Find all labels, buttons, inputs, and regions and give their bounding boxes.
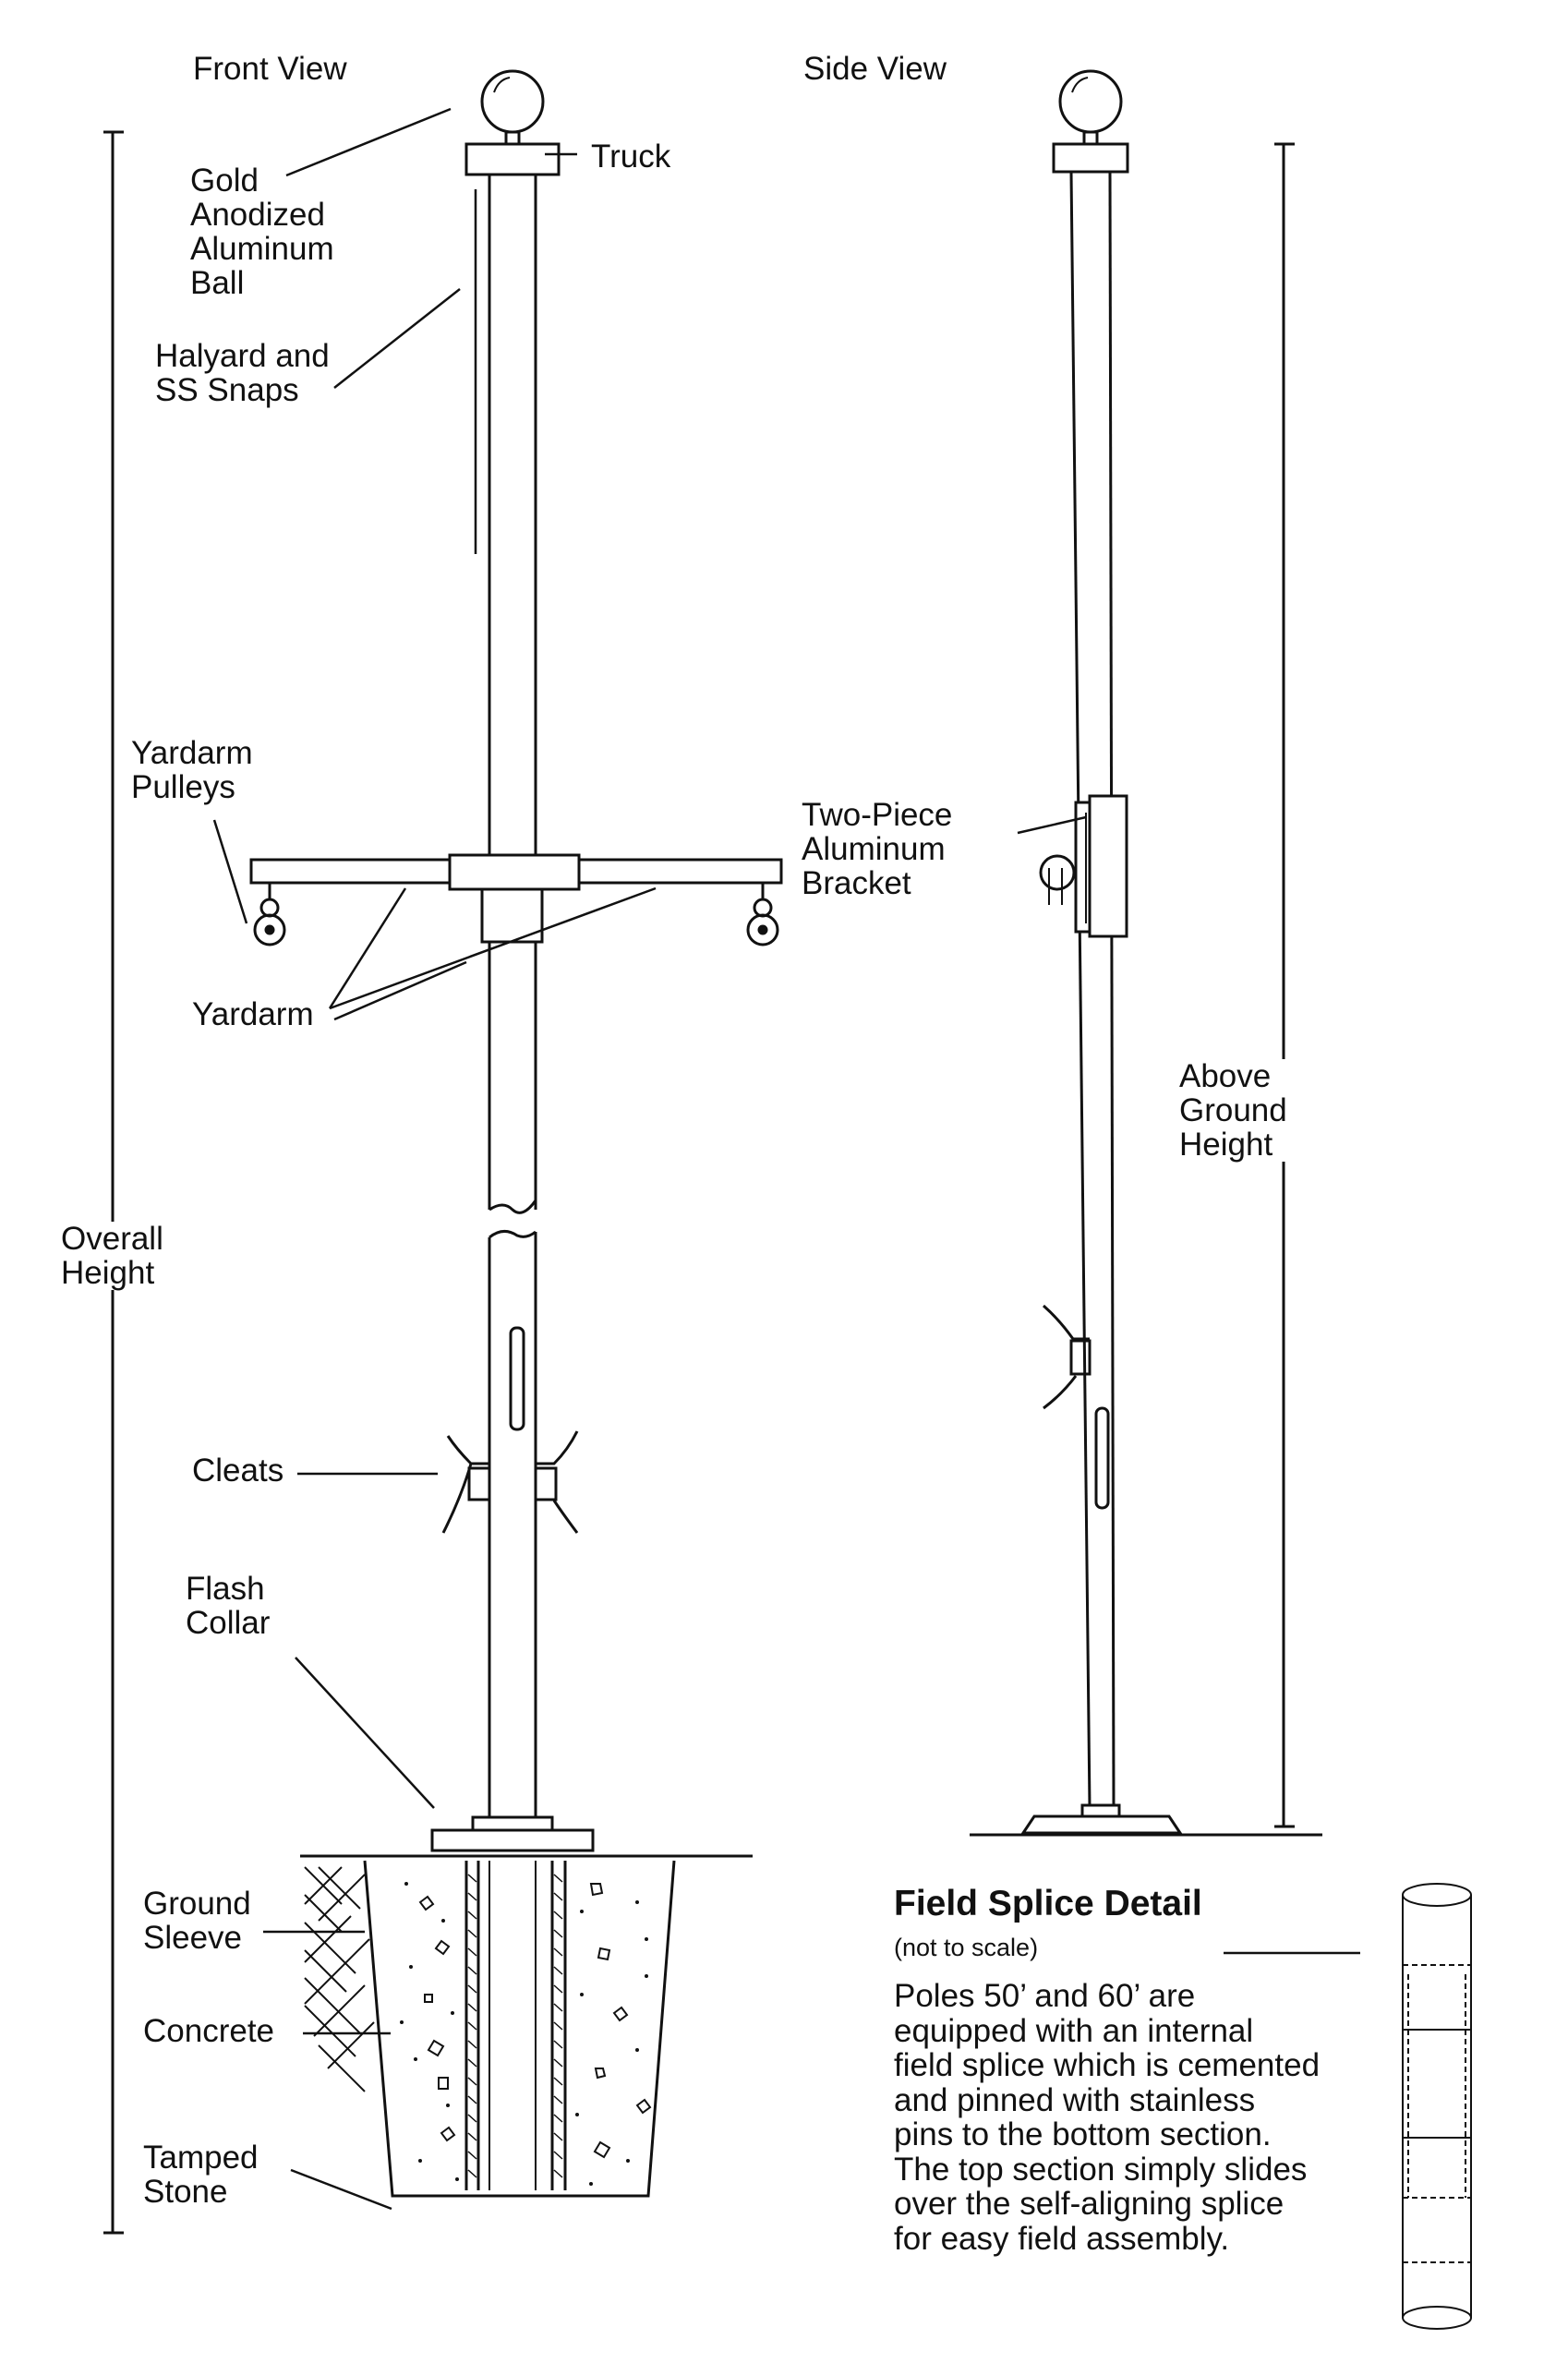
front-leader-lines bbox=[212, 107, 657, 2211]
label-gold-ball: Gold Anodized Aluminum Ball bbox=[190, 163, 334, 301]
label-overall-height: Overall Height bbox=[57, 1222, 167, 1290]
front-cleats bbox=[441, 1430, 579, 1534]
label-tamped-stone: Tamped Stone bbox=[143, 2140, 259, 2210]
front-lower-pole bbox=[488, 1230, 537, 1817]
bracket-leader bbox=[1017, 815, 1087, 835]
label-flash-collar: Flash Collar bbox=[186, 1571, 271, 1641]
label-halyard: Halyard and SS Snaps bbox=[155, 338, 330, 408]
field-splice-body: Poles 50’ and 60’ are equipped with an i… bbox=[894, 1978, 1321, 2257]
label-yardarm-pulleys: Yardarm Pulleys bbox=[131, 735, 253, 805]
label-yardarm: Yardarm bbox=[192, 996, 314, 1032]
front-truck bbox=[464, 142, 561, 176]
overall-height-dimension bbox=[103, 130, 124, 2235]
label-truck: Truck bbox=[591, 139, 671, 175]
front-view-title: Front View bbox=[193, 51, 347, 87]
label-cleats: Cleats bbox=[192, 1453, 284, 1489]
label-ground-sleeve: Ground Sleeve bbox=[143, 1886, 251, 1956]
above-ground-dimension bbox=[1274, 142, 1295, 1828]
field-splice-drawing bbox=[1402, 1883, 1472, 2330]
field-splice-title: Field Splice Detail bbox=[894, 1884, 1202, 1923]
flash-collar bbox=[430, 1815, 595, 1852]
front-ball-finial bbox=[480, 69, 545, 146]
yardarm-pulley-left bbox=[253, 883, 286, 946]
side-view-title: Side View bbox=[803, 51, 947, 87]
side-ball-finial bbox=[1058, 69, 1123, 146]
side-truck bbox=[1052, 142, 1129, 174]
side-pole bbox=[1039, 171, 1128, 1809]
label-two-piece-bracket: Two-Piece Aluminum Bracket bbox=[802, 797, 953, 901]
front-upper-pole bbox=[488, 175, 537, 1214]
side-base-collar bbox=[1020, 1803, 1183, 1835]
field-splice-subtitle: (not to scale) bbox=[894, 1934, 1039, 1961]
foundation bbox=[304, 1860, 676, 2198]
yardarm-pulley-right bbox=[746, 883, 779, 946]
label-concrete: Concrete bbox=[143, 2013, 275, 2049]
label-above-ground-height: Above Ground Height bbox=[1174, 1059, 1293, 1162]
yardarm bbox=[249, 853, 783, 1210]
